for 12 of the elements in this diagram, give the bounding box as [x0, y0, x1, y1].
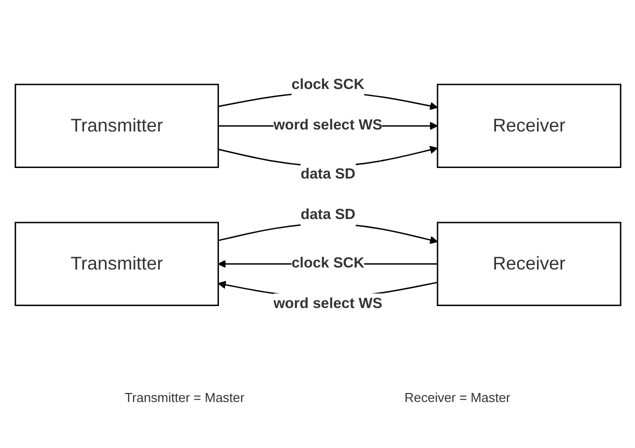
edge-label: clock SCK — [291, 77, 364, 93]
edge-label: data SD — [300, 166, 355, 182]
node-box: Transmitter — [14, 84, 218, 168]
edge-label: word select WS — [272, 296, 382, 312]
caption-text: Transmitter = Master — [124, 390, 244, 405]
caption-text: Receiver = Master — [404, 390, 510, 405]
edge-label: word select WS — [272, 118, 382, 134]
node-box: Receiver — [436, 84, 621, 168]
node-box: Receiver — [436, 222, 621, 306]
node-box: Transmitter — [14, 222, 218, 306]
edge-label: clock SCK — [290, 256, 364, 272]
edge-label: data SD — [300, 206, 355, 223]
